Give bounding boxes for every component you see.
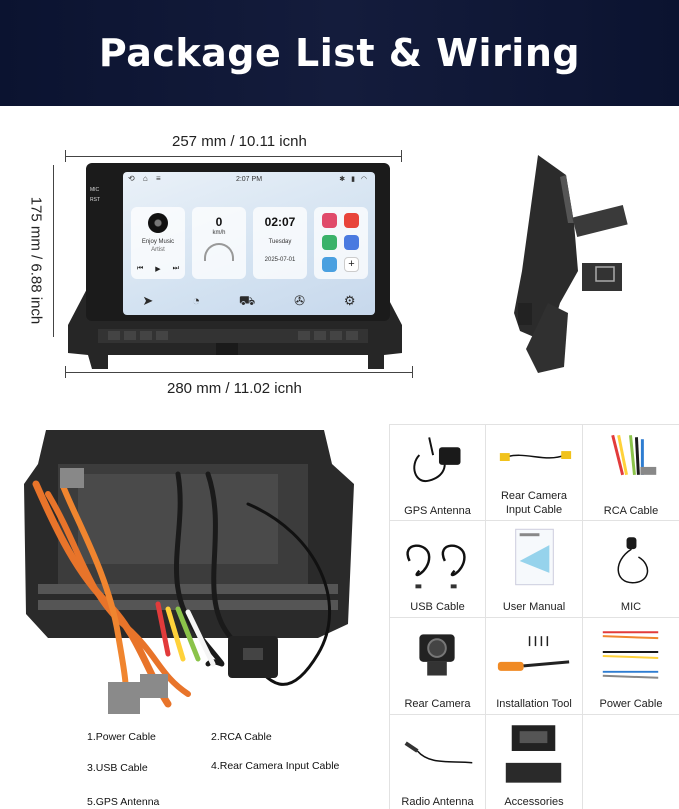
package-item-rca: RCA Cable <box>583 424 679 521</box>
package-label-manual: User Manual <box>502 601 566 613</box>
navigation-icon[interactable]: ➤ <box>142 293 154 308</box>
next-icon[interactable]: ⏭ <box>172 265 179 272</box>
speed-unit: km/h <box>212 230 226 236</box>
camera-icon <box>419 634 455 676</box>
package-label-power: Power Cable <box>599 698 663 710</box>
top-dimension-tick-left <box>65 150 66 162</box>
clock-day: Tuesday <box>268 239 292 245</box>
usb-cable-icon <box>406 544 466 589</box>
package-label-radio-antenna: Radio Antenna <box>401 796 474 808</box>
wiring-item-3: 3.USB Cable <box>87 762 148 774</box>
app-mail-icon[interactable] <box>322 257 337 272</box>
package-item-mic: MIC <box>583 521 679 618</box>
play-icon[interactable]: ▶ <box>155 266 161 273</box>
wheel-icon[interactable]: ✇ <box>294 293 306 308</box>
display-screen: ⟲ ⌂ ≡ 2:07 PM ✱ ▮ ◠ Enjoy Music Artist ⏮… <box>123 172 375 315</box>
app-car-icon[interactable] <box>344 235 359 250</box>
rst-label: RST <box>90 197 100 203</box>
app-shortcut-icon[interactable] <box>322 213 337 228</box>
clock-widget[interactable]: 02:07 Tuesday 2025-07-01 <box>253 207 307 279</box>
screen-frame: MIC RST ⟲ ⌂ ≡ 2:07 PM ✱ ▮ ◠ Enjoy Music … <box>86 163 390 321</box>
bottom-dimension-tick-left <box>65 366 66 378</box>
mic-icon <box>617 537 649 584</box>
wiring-photo <box>24 430 354 714</box>
banner-title: Package List & Wiring <box>98 31 581 75</box>
head-unit-front: MIC RST ⟲ ⌂ ≡ 2:07 PM ✱ ▮ ◠ Enjoy Music … <box>68 163 402 371</box>
disc-icon <box>148 213 168 233</box>
music-title: Enjoy Music <box>141 239 175 245</box>
prev-icon[interactable]: ⏮ <box>137 265 144 272</box>
music-artist: Artist <box>151 247 165 253</box>
package-item-manual: User Manual <box>486 521 583 618</box>
apps-widget: + <box>314 207 368 279</box>
speed-value: 0 <box>215 215 223 229</box>
package-label-camera: Rear Camera <box>404 698 471 710</box>
package-item-accessories: Accessories <box>486 715 583 809</box>
clock-date: 2025-07-01 <box>264 257 296 263</box>
status-nav-icons: ⟲ ⌂ ≡ <box>128 174 164 183</box>
package-item-power: Power Cable <box>583 618 679 715</box>
package-label-mic: MIC <box>620 601 642 613</box>
wiring-item-5: 5.GPS Antenna <box>87 796 160 808</box>
tool-icon <box>497 636 570 671</box>
package-item-radio-antenna: Radio Antenna <box>389 715 486 809</box>
package-label-rear-cam-cable: Rear Camera Input Cable <box>500 490 568 516</box>
package-label-gps: GPS Antenna <box>404 505 471 517</box>
top-dimension-line <box>65 156 402 157</box>
clock-time: 02:07 <box>264 215 296 229</box>
package-item-tool: Installation Tool <box>486 618 583 715</box>
car-settings-icon[interactable]: ⛟ <box>238 293 256 308</box>
banner: Package List & Wiring <box>0 0 679 106</box>
speed-widget[interactable]: 0 km/h <box>192 207 246 279</box>
settings-gear-icon[interactable]: ⚙ <box>343 293 356 308</box>
bottom-dimension-tick-right <box>412 366 413 378</box>
mic-label: MIC <box>90 187 100 193</box>
package-grid: GPS Antenna Rear Camera Input Cable RCA … <box>389 424 679 809</box>
manual-icon <box>515 528 554 586</box>
speed-gauge-icon <box>204 243 234 261</box>
app-chart-icon[interactable] <box>322 235 337 250</box>
gps-antenna-icon <box>413 437 461 482</box>
status-icons: ✱ ▮ ◠ <box>339 176 369 183</box>
add-app-icon[interactable]: + <box>344 257 359 272</box>
wiring-item-4: 4.Rear Camera Input Cable <box>211 760 340 772</box>
wiring-item-2: 2.RCA Cable <box>211 731 272 743</box>
bottom-dimension-label: 280 mm / 11.02 icnh <box>167 380 302 397</box>
top-dimension-label: 257 mm / 10.11 icnh <box>172 133 307 150</box>
height-dimension-label: 175 mm / 6.88 inch <box>27 196 45 325</box>
package-label-usb: USB Cable <box>410 601 465 613</box>
bracket-icon <box>505 725 562 783</box>
rca-cable-icon <box>611 434 657 476</box>
height-dimension-line <box>53 165 54 337</box>
side-buttons: MIC RST <box>90 185 100 205</box>
bottom-dimension-line <box>65 372 413 373</box>
power-cable-icon <box>602 631 659 679</box>
music-controls: ⏮ ▶ ⏭ <box>137 265 179 273</box>
package-item-rear-cam-cable: Rear Camera Input Cable <box>486 424 583 521</box>
package-label-accessories: Accessories <box>504 796 564 808</box>
package-label-tool: Installation Tool <box>496 698 572 710</box>
top-dimension-tick-right <box>401 150 402 162</box>
carplay-icon[interactable]: ◔ <box>192 293 201 308</box>
wiring-item-1: 1.Power Cable <box>87 731 156 743</box>
app-record-icon[interactable] <box>344 213 359 228</box>
rear-camera-cable-icon <box>499 451 572 461</box>
package-item-usb: USB Cable <box>389 521 486 618</box>
package-item-camera: Rear Camera <box>389 618 486 715</box>
package-label-rca: RCA Cable <box>603 505 659 517</box>
status-time: 2:07 PM <box>235 175 263 183</box>
radio-antenna-icon <box>404 741 473 764</box>
dock: ➤ ◔ ⛟ ✇ ⚙ <box>123 293 375 311</box>
status-bar: 2:07 PM <box>123 172 375 186</box>
music-widget[interactable]: Enjoy Music Artist ⏮ ▶ ⏭ <box>131 207 185 279</box>
head-unit-side-view <box>514 155 628 373</box>
package-item-gps: GPS Antenna <box>389 424 486 521</box>
